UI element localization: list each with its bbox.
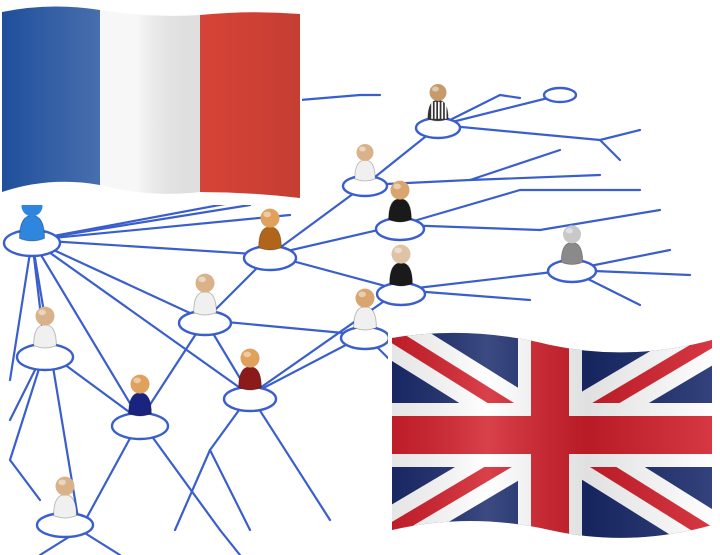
- person-figure-white-bottom: [53, 476, 77, 519]
- person-figure-white-2: [353, 288, 377, 331]
- person-figure-white-1: [354, 143, 376, 182]
- uk-flag-icon: [388, 328, 720, 555]
- person-figure-orange: [258, 208, 282, 251]
- person-figure-white-4: [33, 306, 57, 349]
- person-figure-maroon: [238, 348, 262, 391]
- france-flag-icon: [0, 0, 302, 205]
- person-figure-black-2: [389, 244, 413, 287]
- person-figure-grey: [560, 225, 584, 265]
- person-figure-navy: [128, 374, 152, 417]
- people-figures: [18, 83, 584, 519]
- person-figure-white-3: [193, 273, 217, 316]
- person-figure-referee: [427, 83, 449, 122]
- person-figure-black-1: [388, 180, 412, 223]
